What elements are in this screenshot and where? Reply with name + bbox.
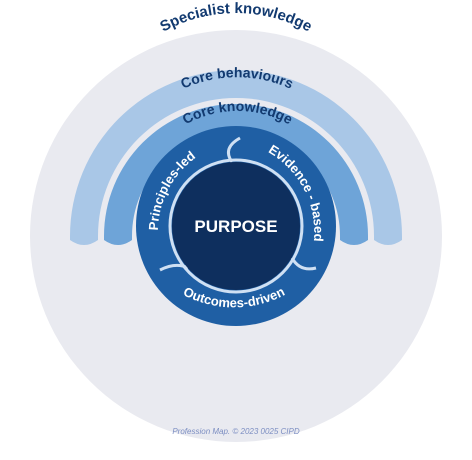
purpose-circle xyxy=(172,162,300,290)
copyright-footer: Profession Map. © 2023 0025 CIPD xyxy=(172,427,300,436)
ring-inner-border xyxy=(168,158,304,294)
core-behaviours-band xyxy=(70,70,402,246)
purpose-label: PURPOSE xyxy=(194,217,277,236)
core-knowledge-band xyxy=(104,104,368,245)
